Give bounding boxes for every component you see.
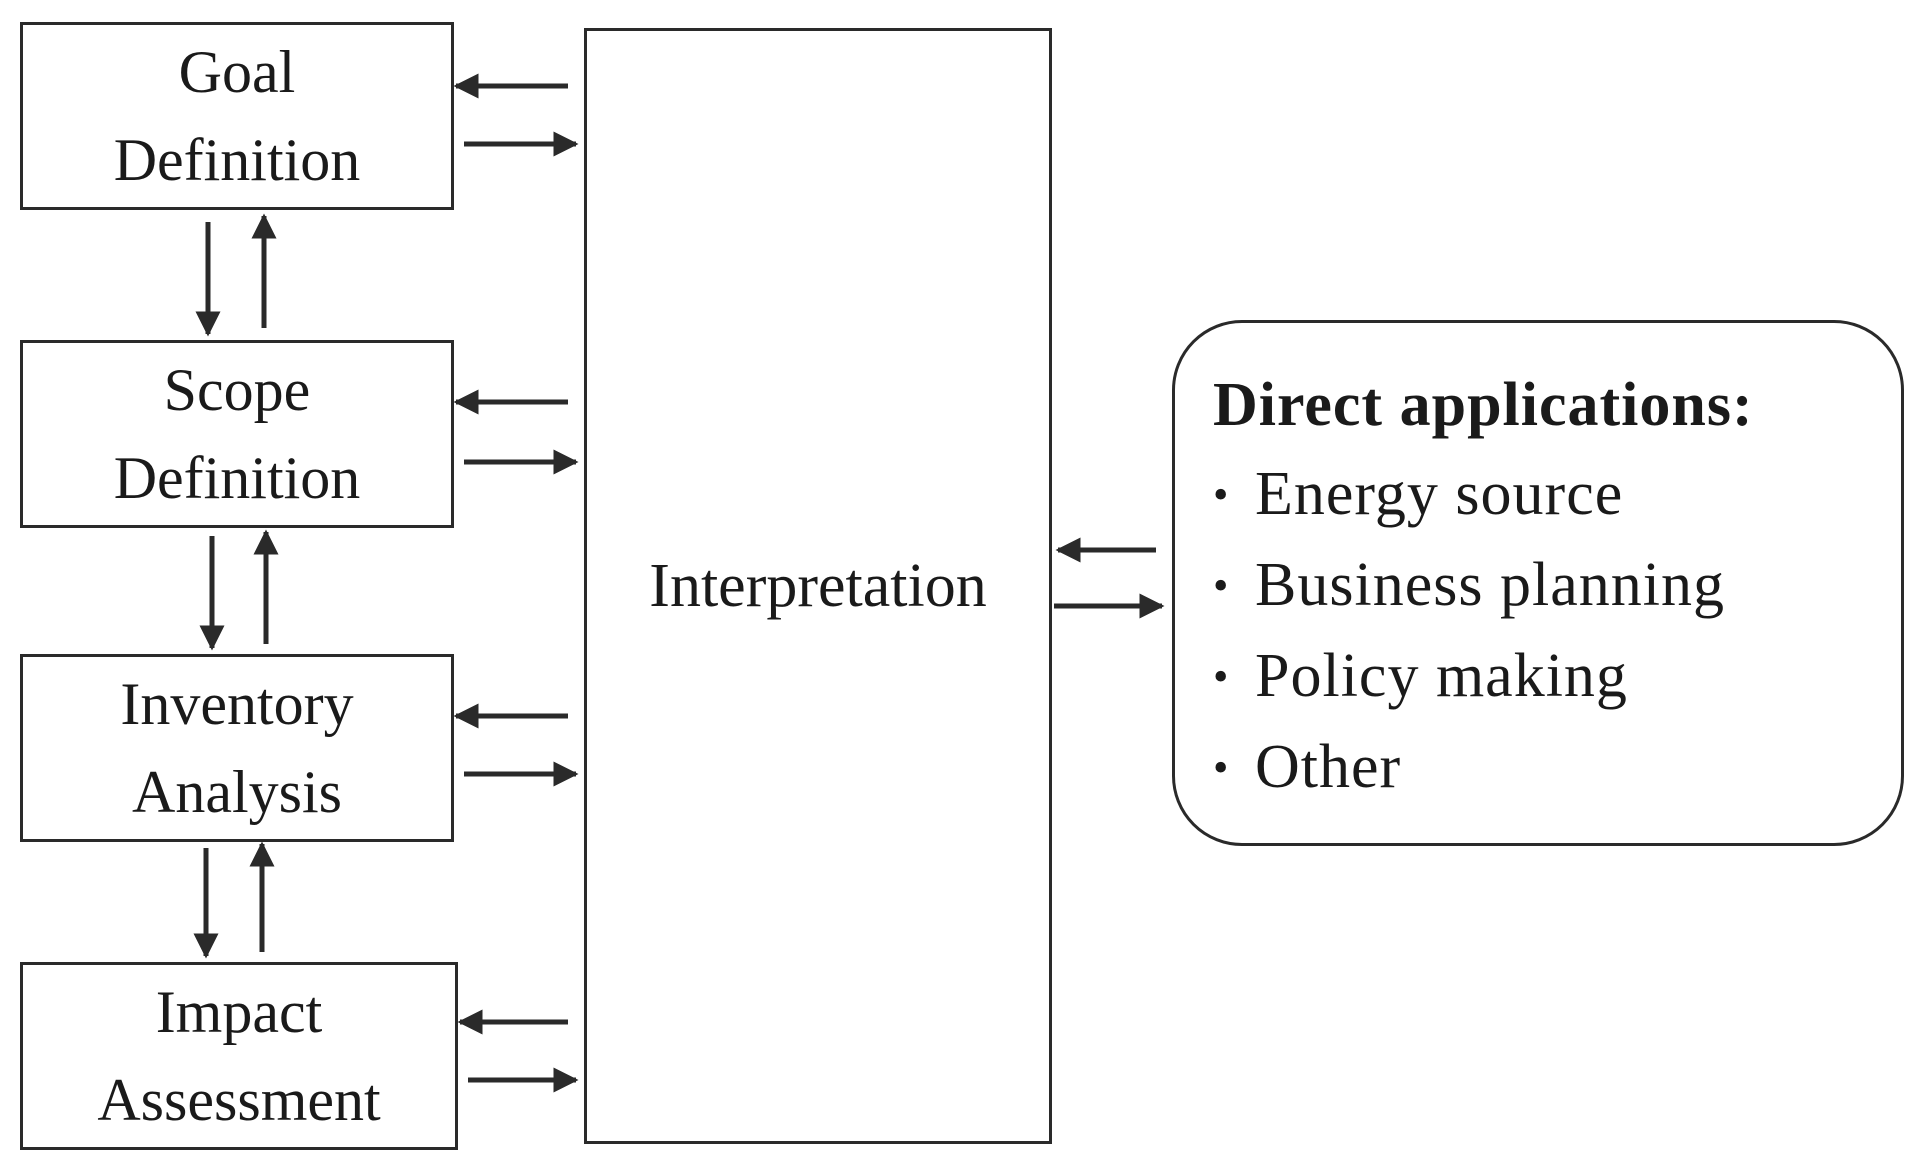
bullet-icon: • [1213,561,1230,610]
bullet-icon: • [1213,652,1230,701]
bullet-icon: • [1213,743,1230,792]
goal-definition-box: Goal Definition [20,22,454,210]
application-item-label: Other [1255,733,1402,801]
direct-applications-box: Direct applications: • Energy source • Bus… [1172,320,1904,846]
application-item-label: Business planning [1255,551,1725,619]
direct-applications-list: • Energy source • Business planning • Polic… [1213,449,1901,813]
impact-assessment-line2: Assessment [97,1067,381,1133]
inventory-analysis-line1: Inventory [120,671,354,737]
scope-definition-line1: Scope [163,357,311,423]
application-item-label: Policy making [1255,642,1628,710]
inventory-analysis-box: Inventory Analysis [20,654,454,842]
scope-definition-box: Scope Definition [20,340,454,528]
inventory-analysis-line2: Analysis [132,759,342,825]
impact-assessment-line1: Impact [155,979,323,1045]
interpretation-label: Interpretation [649,551,987,620]
direct-applications-heading: Direct applications: [1213,371,1754,439]
application-item-label: Energy source [1255,460,1624,528]
scope-definition-line2: Definition [113,445,361,511]
application-item-other: • Other [1213,722,1901,813]
application-item-business-planning: • Business planning [1213,540,1901,631]
application-item-policy-making: • Policy making [1213,631,1901,722]
impact-assessment-box: Impact Assessment [20,962,458,1150]
interpretation-box: Interpretation [584,28,1052,1144]
goal-definition-line2: Definition [113,127,361,193]
goal-definition-line1: Goal [178,39,296,105]
bullet-icon: • [1213,470,1230,519]
application-item-energy-source: • Energy source [1213,449,1901,540]
